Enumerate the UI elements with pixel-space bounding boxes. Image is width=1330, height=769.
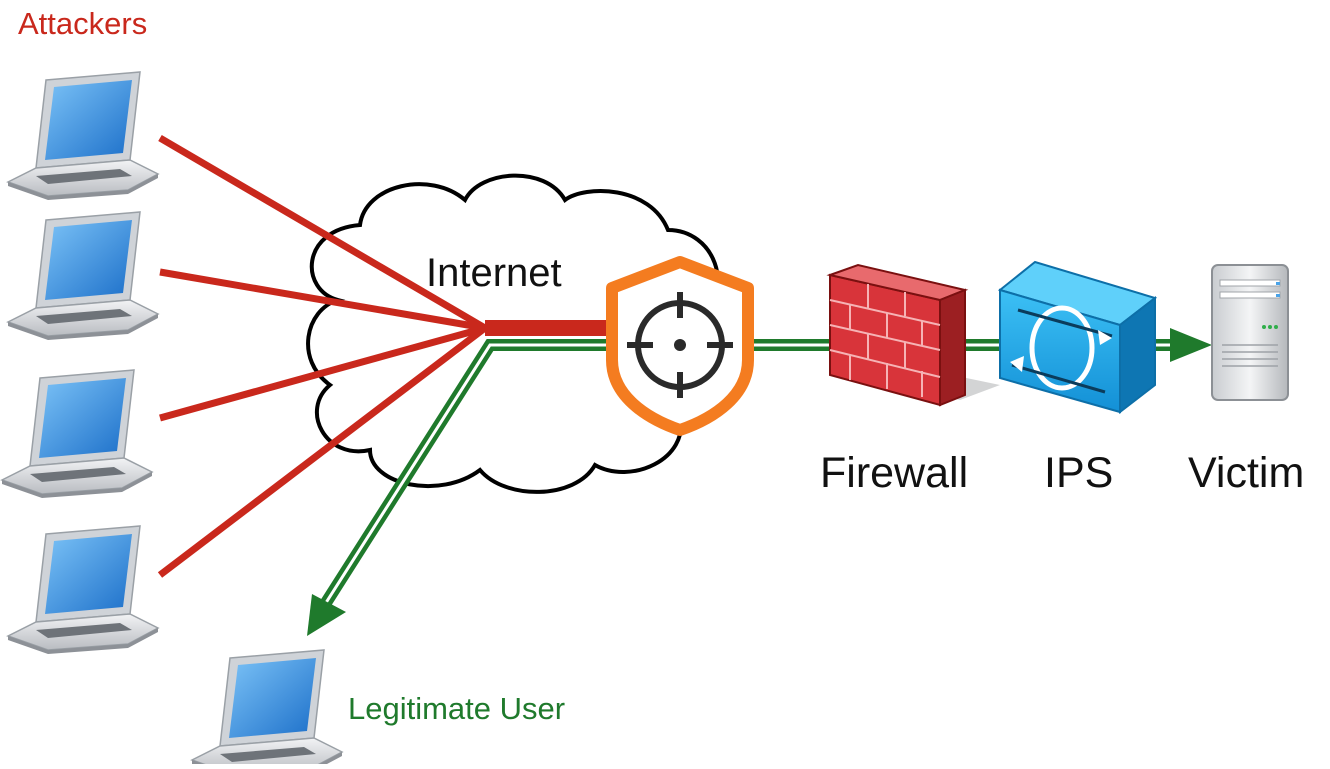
victim-server-icon bbox=[1211, 264, 1289, 401]
attack-line-2 bbox=[159, 268, 486, 332]
firewall-brick-wall-icon bbox=[826, 263, 1000, 407]
ips-device-icon bbox=[997, 260, 1158, 415]
internet-label: Internet bbox=[426, 251, 562, 295]
attacker-laptop-icon bbox=[7, 525, 159, 655]
attack-line-4 bbox=[157, 325, 488, 578]
legitimate-user-label: Legitimate User bbox=[348, 691, 566, 726]
arrow-to-user-icon bbox=[307, 594, 346, 636]
firewall-label: Firewall bbox=[820, 449, 969, 497]
attacker-laptop-icon bbox=[7, 71, 159, 201]
crosshair-shield-icon bbox=[606, 256, 754, 436]
arrow-to-victim-icon bbox=[1170, 328, 1212, 362]
ips-label: IPS bbox=[1044, 449, 1114, 497]
attackers-label: Attackers bbox=[18, 6, 148, 41]
attacker-laptop-icon bbox=[7, 211, 159, 341]
legit-user-laptop-icon bbox=[191, 649, 343, 769]
attack-line-1 bbox=[158, 134, 487, 332]
attack-line-3 bbox=[159, 324, 486, 422]
attack-traffic-lines bbox=[157, 134, 620, 578]
victim-label: Victim bbox=[1188, 449, 1305, 497]
attacker-laptop-icon bbox=[1, 369, 153, 499]
